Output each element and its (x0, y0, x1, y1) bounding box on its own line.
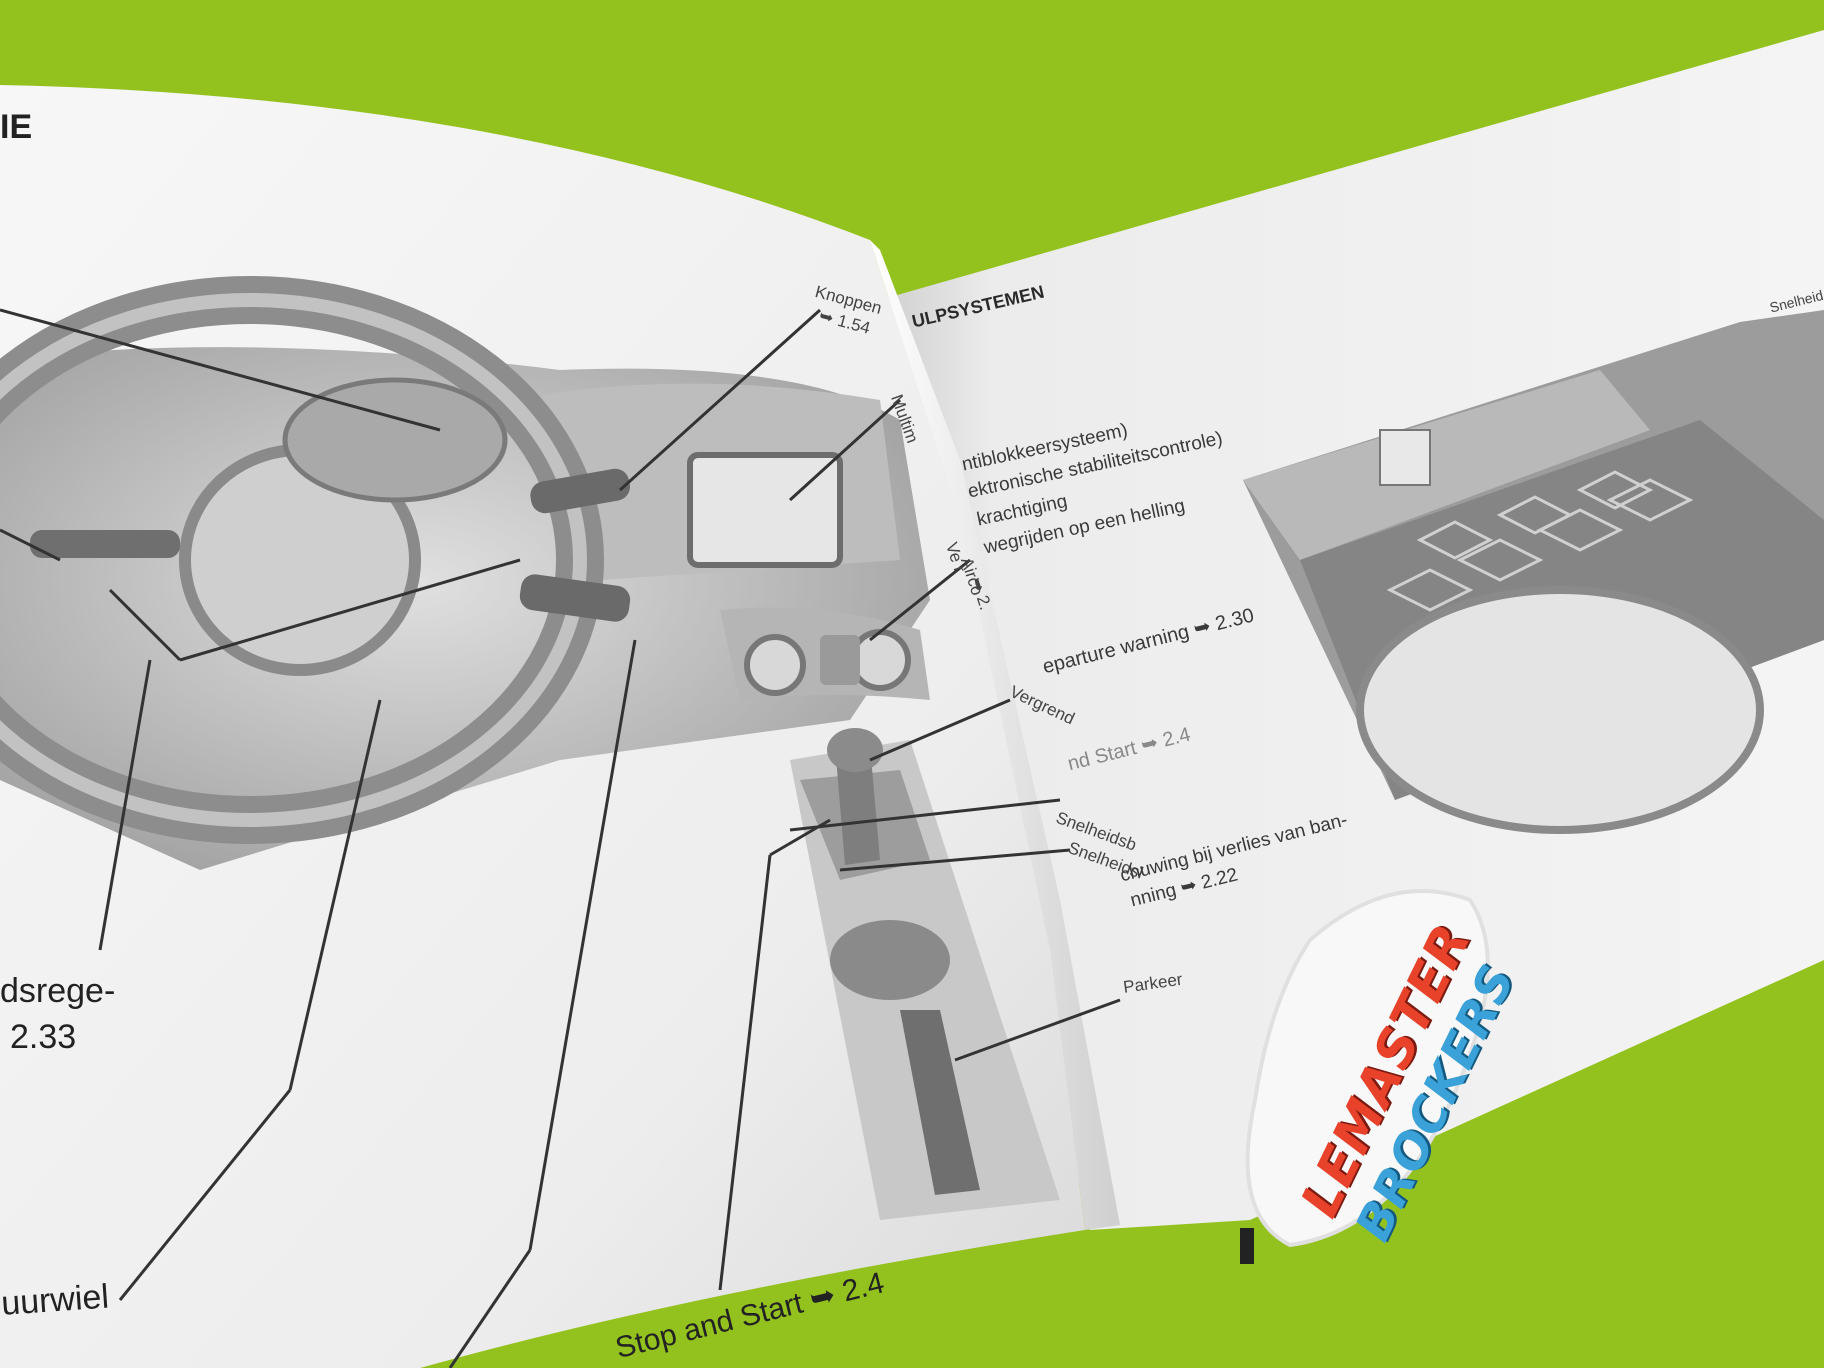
leader-lines (0, 308, 1121, 1368)
sticker (1245, 889, 1490, 1248)
label-stuurwiel: uurwiel (0, 1277, 111, 1323)
lane-assist-photo (1243, 310, 1824, 834)
left-page-heading: IE (0, 108, 33, 146)
label-snelheidsregel: dsrege- (0, 972, 116, 1010)
dashboard-illustration (0, 276, 1060, 1220)
label-snelheidsregel-ref: 2.33 (10, 1018, 77, 1056)
right-page (880, 30, 1824, 1230)
